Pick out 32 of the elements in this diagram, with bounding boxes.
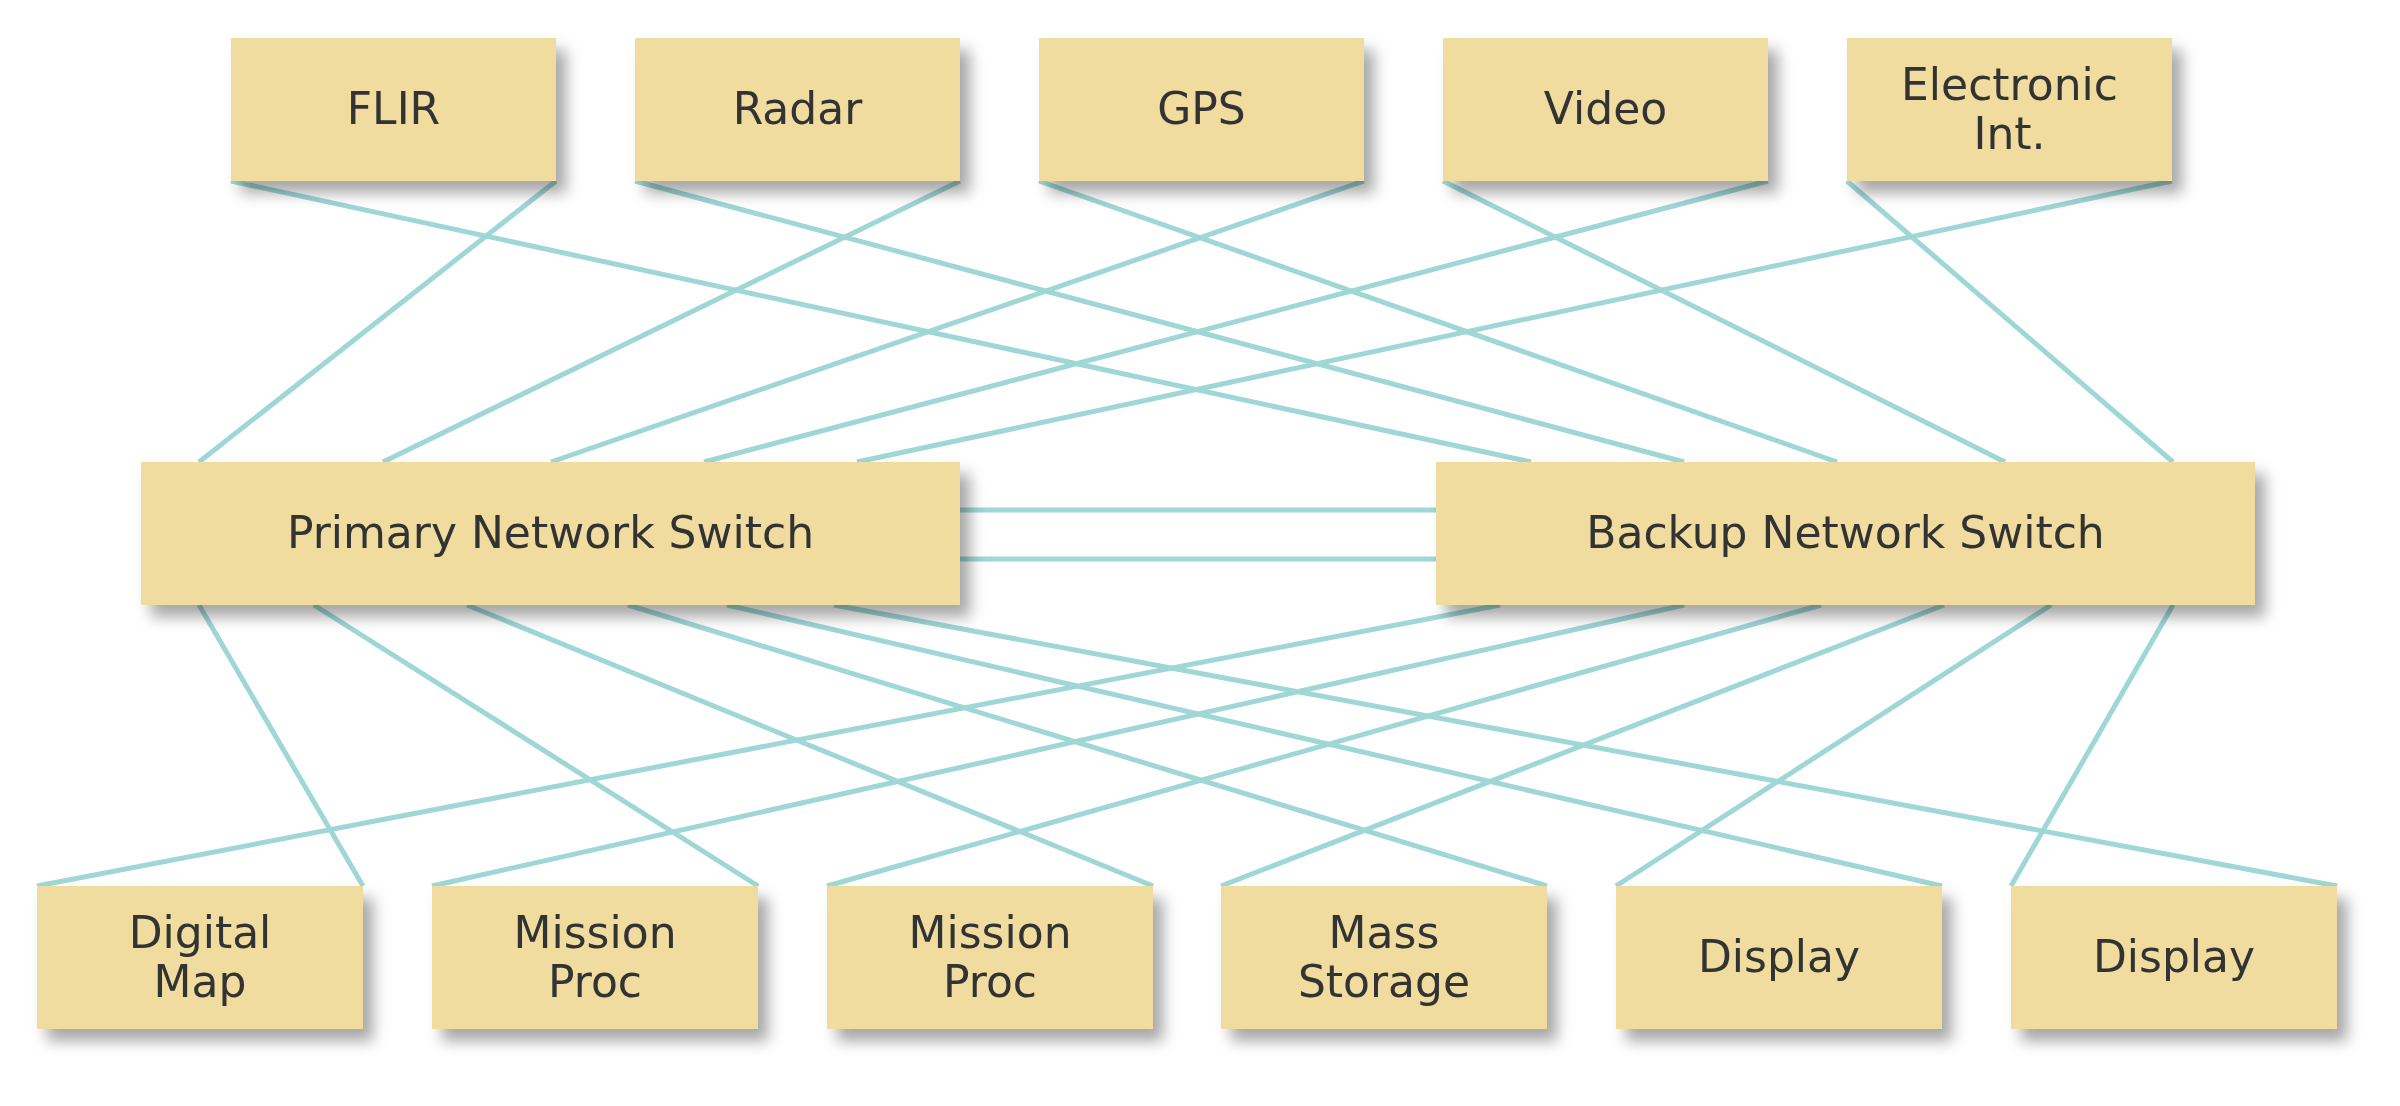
component-box — [827, 886, 1153, 1029]
component-label: FLIR — [346, 85, 441, 134]
connector-line — [960, 556, 1436, 562]
component-box — [432, 886, 758, 1029]
component-box — [1039, 38, 1364, 181]
component-label: Digital Map — [127, 909, 273, 1006]
component-box — [37, 886, 363, 1029]
component-box — [635, 38, 960, 181]
component-label: Mission Proc — [512, 909, 678, 1006]
component-label: Primary Network Switch — [286, 509, 815, 558]
component-box — [1443, 38, 1768, 181]
connector-line — [196, 603, 366, 888]
component-label: Radar — [732, 85, 863, 134]
component-box — [1847, 38, 2172, 181]
component-label: Electronic Int. — [1900, 61, 2119, 158]
component-label: Mass Storage — [1296, 909, 1472, 1006]
component-box — [2011, 886, 2337, 1029]
component-label: Mission Proc — [907, 909, 1073, 1006]
component-box — [231, 38, 556, 181]
component-label: Display — [2092, 933, 2256, 982]
component-box — [1436, 462, 2255, 605]
component-box — [1616, 886, 1942, 1029]
component-label: Backup Network Switch — [1586, 509, 2105, 558]
component-label: Display — [1697, 933, 1861, 982]
connector-line — [2008, 603, 2176, 888]
component-box — [1221, 886, 1547, 1029]
connector-line — [1845, 179, 2175, 464]
component-box — [141, 462, 960, 605]
connector-line — [197, 179, 558, 464]
component-label: Video — [1543, 85, 1668, 134]
connector-line — [960, 507, 1436, 513]
component-label: GPS — [1157, 85, 1246, 134]
